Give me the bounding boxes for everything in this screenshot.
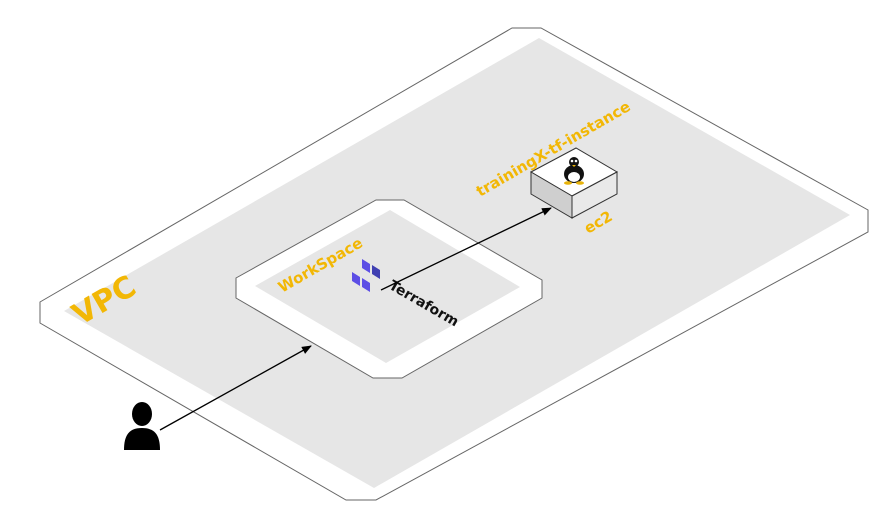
connection-workspace-to-instance <box>380 207 552 291</box>
terraform-logo-icon <box>352 259 380 292</box>
linux-tux-icon <box>564 157 584 185</box>
user-icon[interactable] <box>124 402 160 450</box>
ec2-right-face <box>571 171 618 219</box>
connection-user-to-workspace <box>159 345 312 431</box>
